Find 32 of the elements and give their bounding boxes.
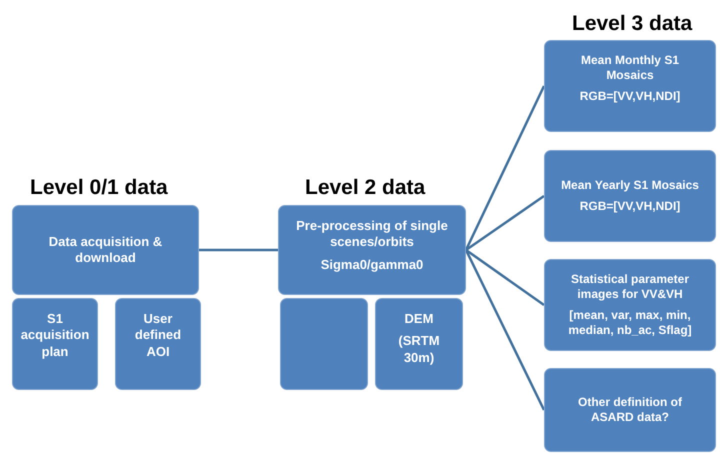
level-heading: Level 2 data [305,176,426,200]
connector-line [464,85,546,251]
level-heading: Level 3 data [572,12,692,36]
process-box [115,298,201,390]
node-detail: (SRTM 30m) [397,333,441,366]
node-title: Mean Yearly S1 Mosaics [561,178,699,193]
connector-line [465,248,545,306]
node-title: S1 acquisition plan [20,311,90,360]
node-title: Statistical parameter images for VV&VH [570,272,690,302]
process-box [12,298,98,390]
node-detail: Sigma0/gamma0 [320,256,424,273]
process-box [544,259,716,351]
process-box [278,205,466,295]
connector-line [199,248,278,252]
process-box [544,40,716,132]
process-box [544,150,716,242]
process-box [12,205,199,295]
node-title: Data acquisition & download [48,234,164,266]
process-box [375,298,463,390]
node-title: DEM [404,311,434,328]
node-title: Mean Monthly S1 Mosaics [580,53,680,83]
process-box [544,368,716,452]
node-detail: RGB=[VV,VH,NDI] [580,199,680,214]
node-title: Pre-processing of single scenes/orbits [295,218,449,250]
level-heading: Level 0/1 data [30,176,168,200]
node-detail: RGB=[VV,VH,NDI] [580,89,680,104]
node-title: User defined AOI [134,311,182,360]
connector-line [464,249,546,411]
node-detail: [mean, var, max, min, median, nb_ac, Sflag] [567,308,693,338]
process-box [280,298,368,390]
node-title: Other definition of ASARD data? [577,395,683,425]
connector-line [465,194,545,252]
